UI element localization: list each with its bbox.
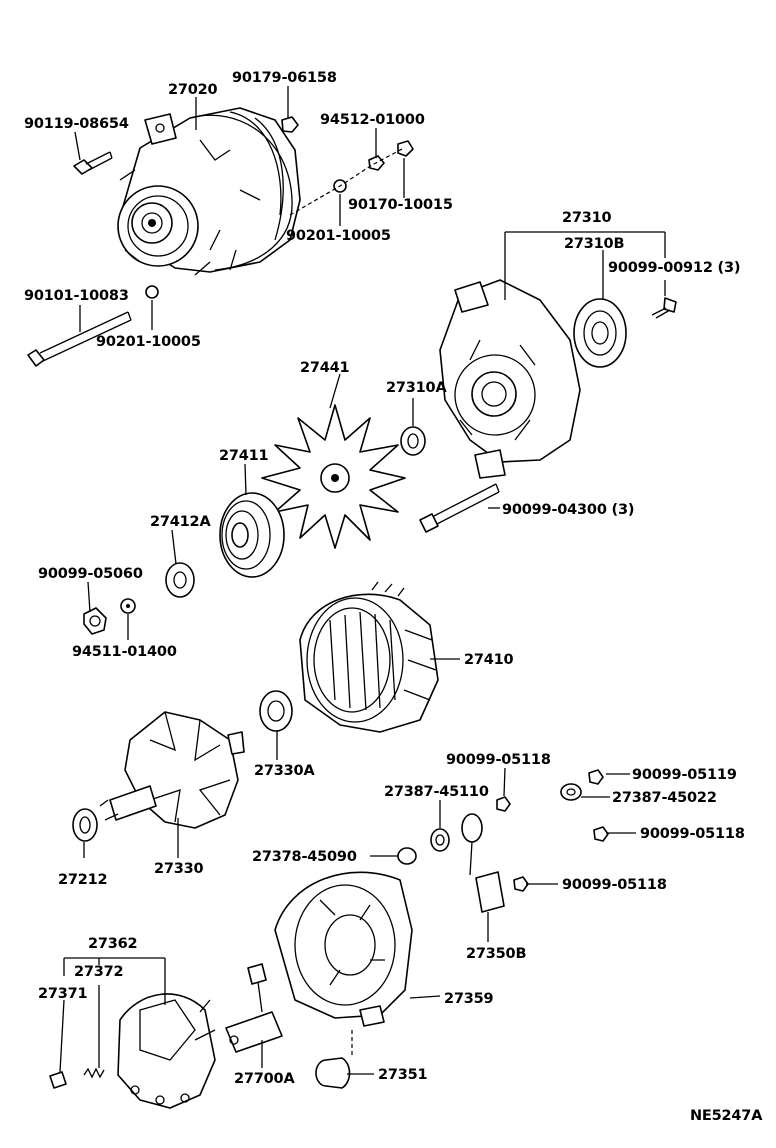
brush-holder-27700A-drawing: [225, 963, 283, 1053]
screw-90099-00912-drawing: [651, 297, 677, 319]
label-90170-10015: 90170-10015: [348, 197, 453, 213]
bearing-27310B-drawing: [573, 298, 627, 368]
long-bolt-90101-10083-drawing: [27, 311, 132, 367]
fan-27441-drawing: [261, 404, 406, 549]
drive-end-frame-27310-drawing: [439, 279, 581, 479]
label-90099-05060: 90099-05060: [38, 566, 143, 582]
collar-27412A-drawing: [165, 562, 195, 598]
brush-27371-drawing: [49, 1071, 67, 1089]
rear-end-frame-27359-drawing: [274, 871, 413, 1058]
label-27359: 27359: [444, 991, 494, 1007]
label-27410: 27410: [464, 652, 514, 668]
washer-90170-10015-drawing: [397, 140, 414, 157]
leader-lines: [59, 86, 666, 1075]
stator-27410-drawing: [299, 581, 439, 733]
bearing-27212-drawing: [72, 808, 98, 842]
nut-90099-05118-b-drawing: [593, 826, 609, 842]
label-27371: 27371: [38, 986, 88, 1002]
label-90099-05118-b: 90099-05118: [640, 826, 745, 842]
label-27330: 27330: [154, 861, 204, 877]
insulator-27351-drawing: [315, 1057, 351, 1089]
bolt-90119-08654-drawing: [73, 151, 113, 175]
label-27212: 27212: [58, 872, 107, 888]
label-27310B: 27310B: [564, 236, 624, 252]
diagram-code: NE5247A: [690, 1108, 763, 1124]
label-27441: 27441: [300, 360, 350, 376]
label-90201-10005-a: 90201-10005: [286, 228, 391, 244]
label-27412A: 27412A: [150, 514, 211, 530]
label-90101-10083: 90101-10083: [24, 288, 129, 304]
label-27387-45110: 27387-45110: [384, 784, 489, 800]
label-27351: 27351: [378, 1067, 428, 1083]
label-90099-05119: 90099-05119: [632, 767, 737, 783]
label-27310: 27310: [562, 210, 612, 226]
bearing-27330A-drawing: [259, 690, 293, 732]
nut-90099-05118-a-drawing: [496, 796, 511, 812]
nut-90099-05118-c-drawing: [513, 876, 529, 892]
label-27700A: 27700A: [234, 1071, 295, 1087]
nut-90099-05119-drawing: [588, 769, 604, 785]
spring-27372-drawing: [83, 1067, 105, 1079]
washer-94511-01400-drawing: [120, 598, 136, 614]
label-27378-45090: 27378-45090: [252, 849, 357, 865]
label-90119-08654: 90119-08654: [24, 116, 129, 132]
label-90099-00912: 90099-00912 (3): [608, 260, 740, 276]
label-90179-06158: 90179-06158: [232, 70, 337, 86]
washer-27378-45090-drawing: [397, 847, 417, 865]
label-27387-45022: 27387-45022: [612, 790, 717, 806]
label-27411: 27411: [219, 448, 269, 464]
label-27020: 27020: [168, 82, 218, 98]
rectifier-27362-drawing: [117, 993, 216, 1109]
spacer-27310A-drawing: [400, 426, 426, 456]
label-90201-10005-b: 90201-10005: [96, 334, 201, 350]
label-27362: 27362: [88, 936, 137, 952]
insulator-27387-45110-drawing: [430, 828, 450, 852]
part-labels: 27020 90179-06158 90119-08654 94512-0100…: [24, 70, 763, 1124]
rotor-27330-drawing: [99, 711, 245, 829]
label-90099-05118-a: 90099-05118: [446, 752, 551, 768]
bolt-90099-04300-drawing: [419, 483, 500, 533]
terminal-27350B-drawing: [461, 813, 505, 913]
label-94512-01000: 94512-01000: [320, 112, 425, 128]
nut-90179-06158-drawing: [281, 116, 299, 133]
label-27310A: 27310A: [386, 380, 447, 396]
label-90099-05118-c: 90099-05118: [562, 877, 667, 893]
label-90099-04300: 90099-04300 (3): [502, 502, 634, 518]
pulley-27411-drawing: [219, 492, 285, 578]
label-27350B: 27350B: [466, 946, 526, 962]
washer-90201-10005-b-drawing: [145, 285, 159, 299]
label-27330A: 27330A: [254, 763, 315, 779]
insulator-27387-45022-drawing: [560, 783, 582, 801]
nut-90099-05060-drawing: [83, 607, 107, 635]
label-94511-01400: 94511-01400: [72, 644, 177, 660]
label-27372: 27372: [74, 964, 123, 980]
alternator-assembly-drawing: [117, 107, 301, 276]
